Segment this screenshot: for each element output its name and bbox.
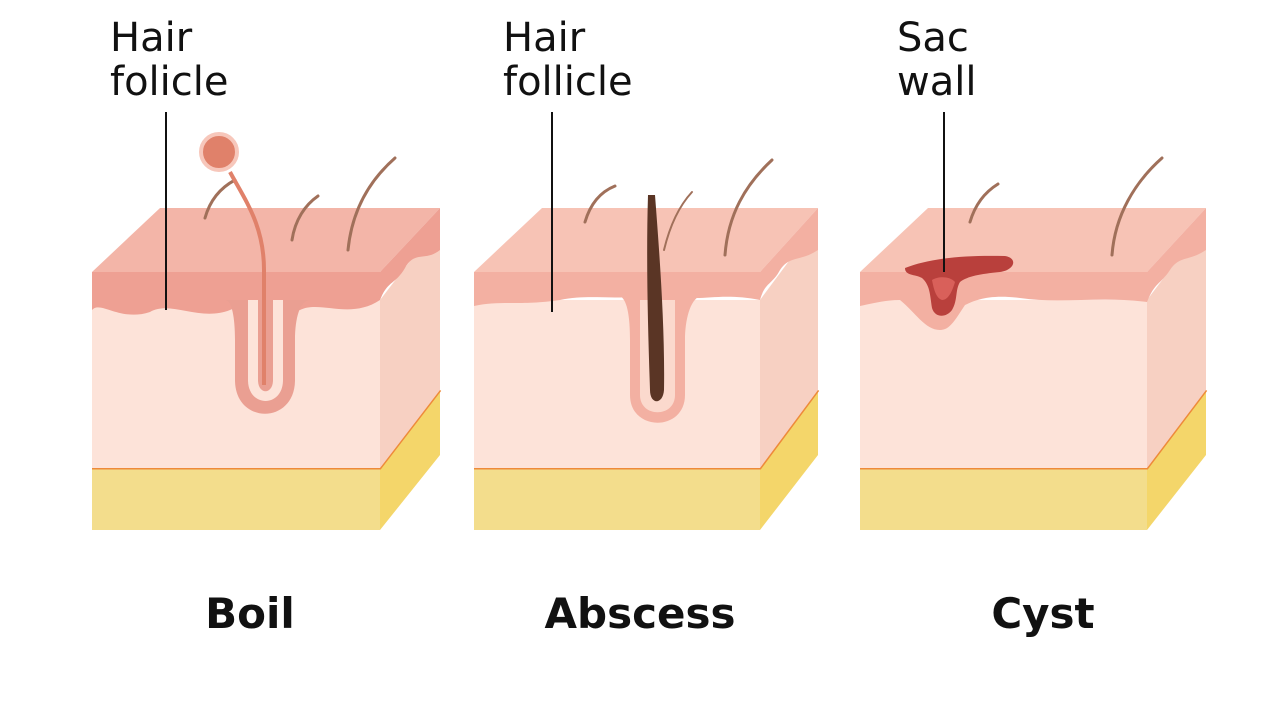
hair bbox=[1110, 156, 1164, 257]
boil-caption: Boil bbox=[205, 589, 295, 638]
abscess-callout-label: Hair follicle bbox=[503, 16, 633, 104]
dermis-layer bbox=[474, 300, 760, 468]
boil-head bbox=[199, 132, 239, 172]
hair bbox=[583, 184, 617, 224]
abscess-skin-block bbox=[474, 112, 820, 530]
epidermis-side bbox=[380, 208, 440, 300]
abscess-caption: Abscess bbox=[544, 589, 736, 638]
cyst-sac bbox=[905, 255, 1014, 316]
cyst-callout-label: Sac wall bbox=[897, 16, 976, 104]
hair bbox=[968, 182, 1000, 224]
hair bbox=[663, 191, 693, 251]
boil-callout-label: Hair folicle bbox=[110, 16, 229, 104]
abscess-callout-line-2: follicle bbox=[503, 59, 633, 105]
boil-skin-block bbox=[92, 112, 442, 530]
cyst-skin-block bbox=[860, 112, 1208, 530]
epidermis-top bbox=[474, 208, 818, 272]
boil-callout-line-1: Hair bbox=[110, 15, 193, 61]
boil-stalk bbox=[228, 171, 266, 385]
epidermis-side bbox=[1147, 208, 1206, 302]
boil-callout-line-2: folicle bbox=[110, 59, 229, 105]
hair bbox=[203, 178, 237, 220]
epidermis-band bbox=[92, 272, 380, 315]
cyst-callout-line-1: Sac bbox=[897, 15, 969, 61]
fat-side bbox=[1147, 390, 1206, 530]
hair bbox=[290, 194, 320, 242]
fat-layer bbox=[92, 468, 380, 530]
epidermis-side bbox=[760, 208, 818, 300]
fat-side bbox=[380, 390, 440, 530]
cyst-caption: Cyst bbox=[991, 589, 1095, 638]
dermis-side bbox=[380, 222, 440, 468]
fat-side bbox=[760, 390, 818, 530]
hair bbox=[346, 156, 397, 252]
cyst-sac-highlight bbox=[932, 277, 955, 300]
fat-layer bbox=[860, 468, 1147, 530]
fat-layer bbox=[474, 468, 760, 530]
hair-shaft bbox=[647, 195, 665, 402]
abscess-callout-line-1: Hair bbox=[503, 15, 586, 61]
hair bbox=[723, 158, 774, 257]
epidermis-top bbox=[92, 208, 440, 272]
dermis-side bbox=[760, 222, 818, 468]
dermis-layer bbox=[860, 300, 1147, 468]
epidermis-top bbox=[860, 208, 1206, 272]
dermis-side bbox=[1147, 222, 1206, 468]
cyst-callout-line-2: wall bbox=[897, 59, 977, 105]
